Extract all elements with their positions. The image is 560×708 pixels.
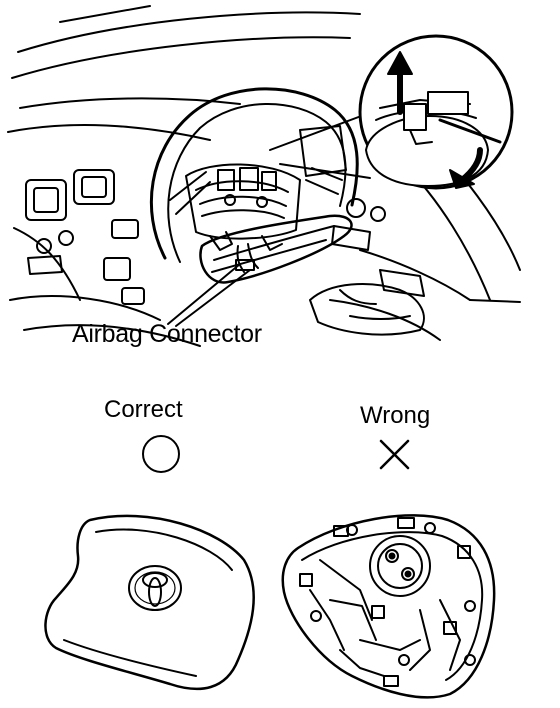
dashboard-illustration xyxy=(7,5,521,347)
airbag-pad-face-down xyxy=(44,514,255,691)
left-vent-cluster xyxy=(25,169,145,305)
airbag-connector-label: Airbag Connector xyxy=(72,320,262,348)
steering-wheel xyxy=(149,87,359,263)
circle-icon xyxy=(142,435,180,473)
airbag-pad-face-up xyxy=(281,514,496,699)
wrong-label: Wrong xyxy=(360,402,431,429)
steering-hub-mechanism xyxy=(185,163,425,336)
cross-icon xyxy=(379,439,410,470)
correct-label: Correct xyxy=(104,396,183,423)
connector-leader-lines xyxy=(167,263,251,327)
zoom-callout xyxy=(269,34,514,190)
right-vent-cluster xyxy=(299,125,425,297)
